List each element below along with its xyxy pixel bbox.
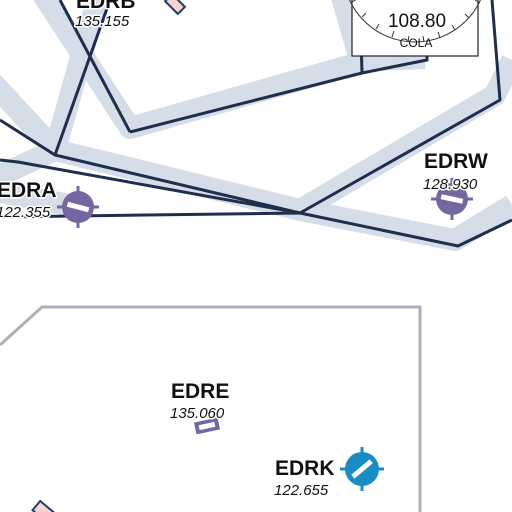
aerodrome-id: EDRE [171, 380, 229, 403]
aerodrome-frequency: 135.060 [170, 405, 225, 422]
aerodrome-icon [57, 186, 99, 228]
aerodrome-icon [431, 178, 473, 220]
aerodrome-edre[interactable]: EDRE 135.060 [169, 379, 231, 435]
aerodrome-id: EDRK [275, 457, 335, 480]
aerodrome-frequency: 122.655 [274, 482, 329, 499]
aerodrome-frequency: 135.155 [75, 13, 130, 30]
route-corridors [0, 0, 512, 251]
compass-rose-icon [349, 0, 481, 43]
aerodrome-edra[interactable]: EDRA 122.355 [0, 178, 99, 228]
aerodrome-edrk[interactable]: EDRK 122.655 [273, 447, 384, 501]
aerodrome-frequency: 128.930 [423, 176, 478, 193]
aerodrome-id: EDRB [76, 0, 136, 13]
aerodrome-icon [31, 499, 57, 512]
aerodrome-id: EDRW [424, 150, 488, 173]
airspace-boundary [0, 305, 422, 512]
aerodrome-icon [163, 0, 187, 16]
vor-frequency: 108.80 [388, 11, 446, 32]
vor-navaid[interactable]: 108.80 COLA [343, 0, 488, 57]
aerodrome-frequency: 122.355 [0, 204, 51, 221]
aerodrome-id: EDRA [0, 179, 57, 202]
aerodrome-edrb[interactable]: EDRB 135.155 [74, 0, 187, 32]
aerodrome-icon [340, 447, 384, 491]
vor-identifier: COLA [400, 36, 433, 50]
heliport-icon [194, 417, 220, 435]
aerodrome-edrw[interactable]: EDRW 128.930 [422, 149, 489, 220]
